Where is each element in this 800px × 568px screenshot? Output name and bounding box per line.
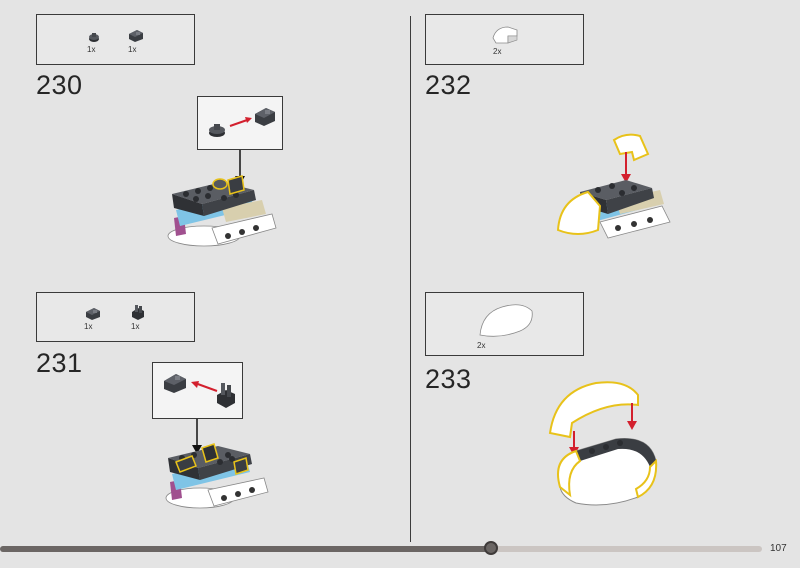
callout-box-step-230 xyxy=(197,96,283,150)
bracket-icon xyxy=(255,108,275,126)
part-qty: 1x xyxy=(84,322,93,331)
progress-fill xyxy=(0,546,492,552)
red-arrow-icon xyxy=(229,117,252,127)
assembly-step-230 xyxy=(167,175,277,247)
assembly-step-233 xyxy=(548,381,658,506)
progress-knob xyxy=(484,541,499,555)
assembly-step-231 xyxy=(165,443,269,509)
assembly-step-232 xyxy=(556,133,671,239)
down-arrow-icon xyxy=(192,419,202,454)
parts-box-step-233: 2x xyxy=(425,292,584,356)
part-qty: 1x xyxy=(128,45,137,54)
bracket-icon xyxy=(164,374,186,393)
parts-box-step-230: 1x 1x xyxy=(36,14,195,65)
step-number-231: 231 xyxy=(36,348,83,378)
page-divider xyxy=(410,16,411,542)
progress-bar xyxy=(0,541,762,555)
part-qty: 1x xyxy=(87,45,96,54)
callout-box-step-231 xyxy=(152,362,243,419)
parts-box-step-232: 2x xyxy=(425,14,584,65)
round-tile-icon xyxy=(89,33,99,42)
part-qty: 2x xyxy=(493,47,502,56)
part-qty: 1x xyxy=(131,322,140,331)
step-number-233: 233 xyxy=(425,364,472,394)
step-number-230: 230 xyxy=(36,70,83,100)
bracket-icon xyxy=(129,30,143,42)
clip-icon xyxy=(217,383,235,408)
parts-box-step-231: 1x 1x xyxy=(36,292,195,342)
clip-icon xyxy=(132,305,144,320)
step-number-232: 232 xyxy=(425,70,472,100)
curved-slope-icon xyxy=(492,26,518,44)
curved-panel-icon xyxy=(479,304,533,337)
bracket-icon xyxy=(86,308,100,320)
red-arrow-icon xyxy=(191,381,218,392)
round-tile-icon xyxy=(209,124,225,137)
part-qty: 2x xyxy=(477,341,486,350)
page-number: 107 xyxy=(770,543,787,554)
